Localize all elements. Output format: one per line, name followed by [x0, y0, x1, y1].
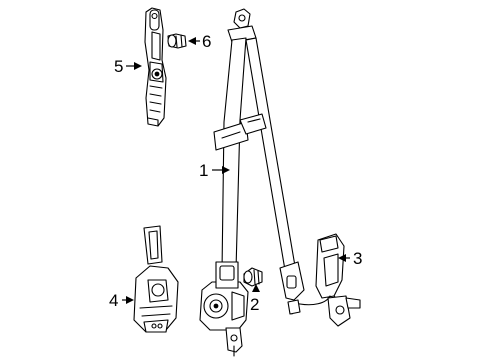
- part-2-bolt: [243, 267, 263, 287]
- callout-3: 3: [353, 249, 362, 268]
- part-1-seat-belt-assembly: [199, 8, 305, 357]
- callout-leaders: [122, 37, 350, 304]
- part-5-height-adjuster: [144, 7, 167, 127]
- callout-4: 4: [109, 291, 118, 310]
- part-6-bolt: [167, 33, 187, 49]
- part-4-retractor: [133, 225, 179, 333]
- callout-2: 2: [250, 295, 259, 314]
- part-3-buckle: [287, 233, 361, 327]
- callout-6: 6: [202, 32, 211, 51]
- callout-5: 5: [114, 57, 123, 76]
- callout-1: 1: [199, 161, 208, 180]
